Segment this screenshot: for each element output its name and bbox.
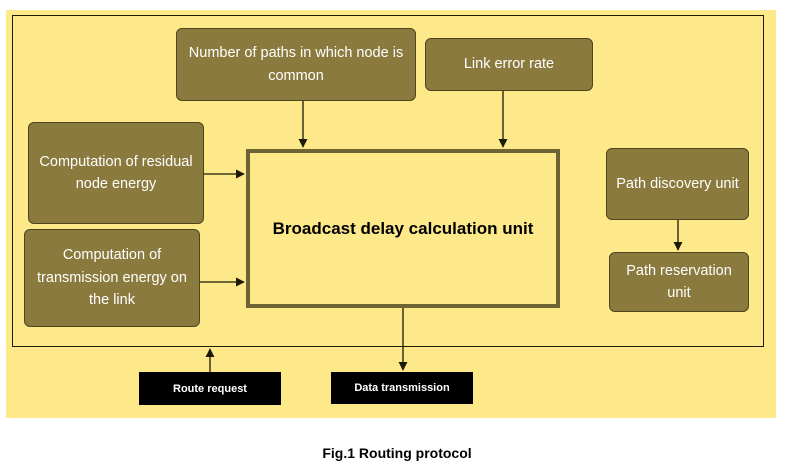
broadcast-delay-unit-label: Broadcast delay calculation unit	[272, 218, 534, 238]
broadcast-delay-unit-box: Broadcast delay calculation unit	[246, 149, 560, 308]
path-discovery-box: Path discovery unit	[606, 148, 749, 220]
residual-energy-box: Computation of residual node energy	[28, 122, 204, 224]
transmission-energy-box: Computation of transmission energy on th…	[24, 229, 200, 327]
transmission-energy-label: Computation of transmission energy on th…	[37, 247, 187, 309]
path-reservation-label: Path reservation unit	[626, 262, 732, 301]
paths-common-label: Number of paths in which node is common	[188, 45, 404, 84]
figure-caption: Fig.1 Routing protocol	[322, 445, 472, 461]
link-error-rate-label: Link error rate	[463, 56, 555, 73]
route-request-label: Route request	[173, 382, 247, 395]
residual-energy-label: Computation of residual node energy	[39, 153, 193, 192]
data-transmission-box: Data transmission	[331, 372, 473, 404]
data-transmission-label: Data transmission	[354, 382, 450, 394]
path-discovery-label: Path discovery unit	[616, 175, 739, 192]
route-request-box: Route request	[139, 372, 281, 405]
path-reservation-box: Path reservation unit	[609, 252, 749, 312]
routing-system-boundary	[12, 15, 764, 347]
link-error-rate-box: Link error rate	[425, 38, 593, 91]
paths-common-box: Number of paths in which node is common	[176, 28, 416, 101]
